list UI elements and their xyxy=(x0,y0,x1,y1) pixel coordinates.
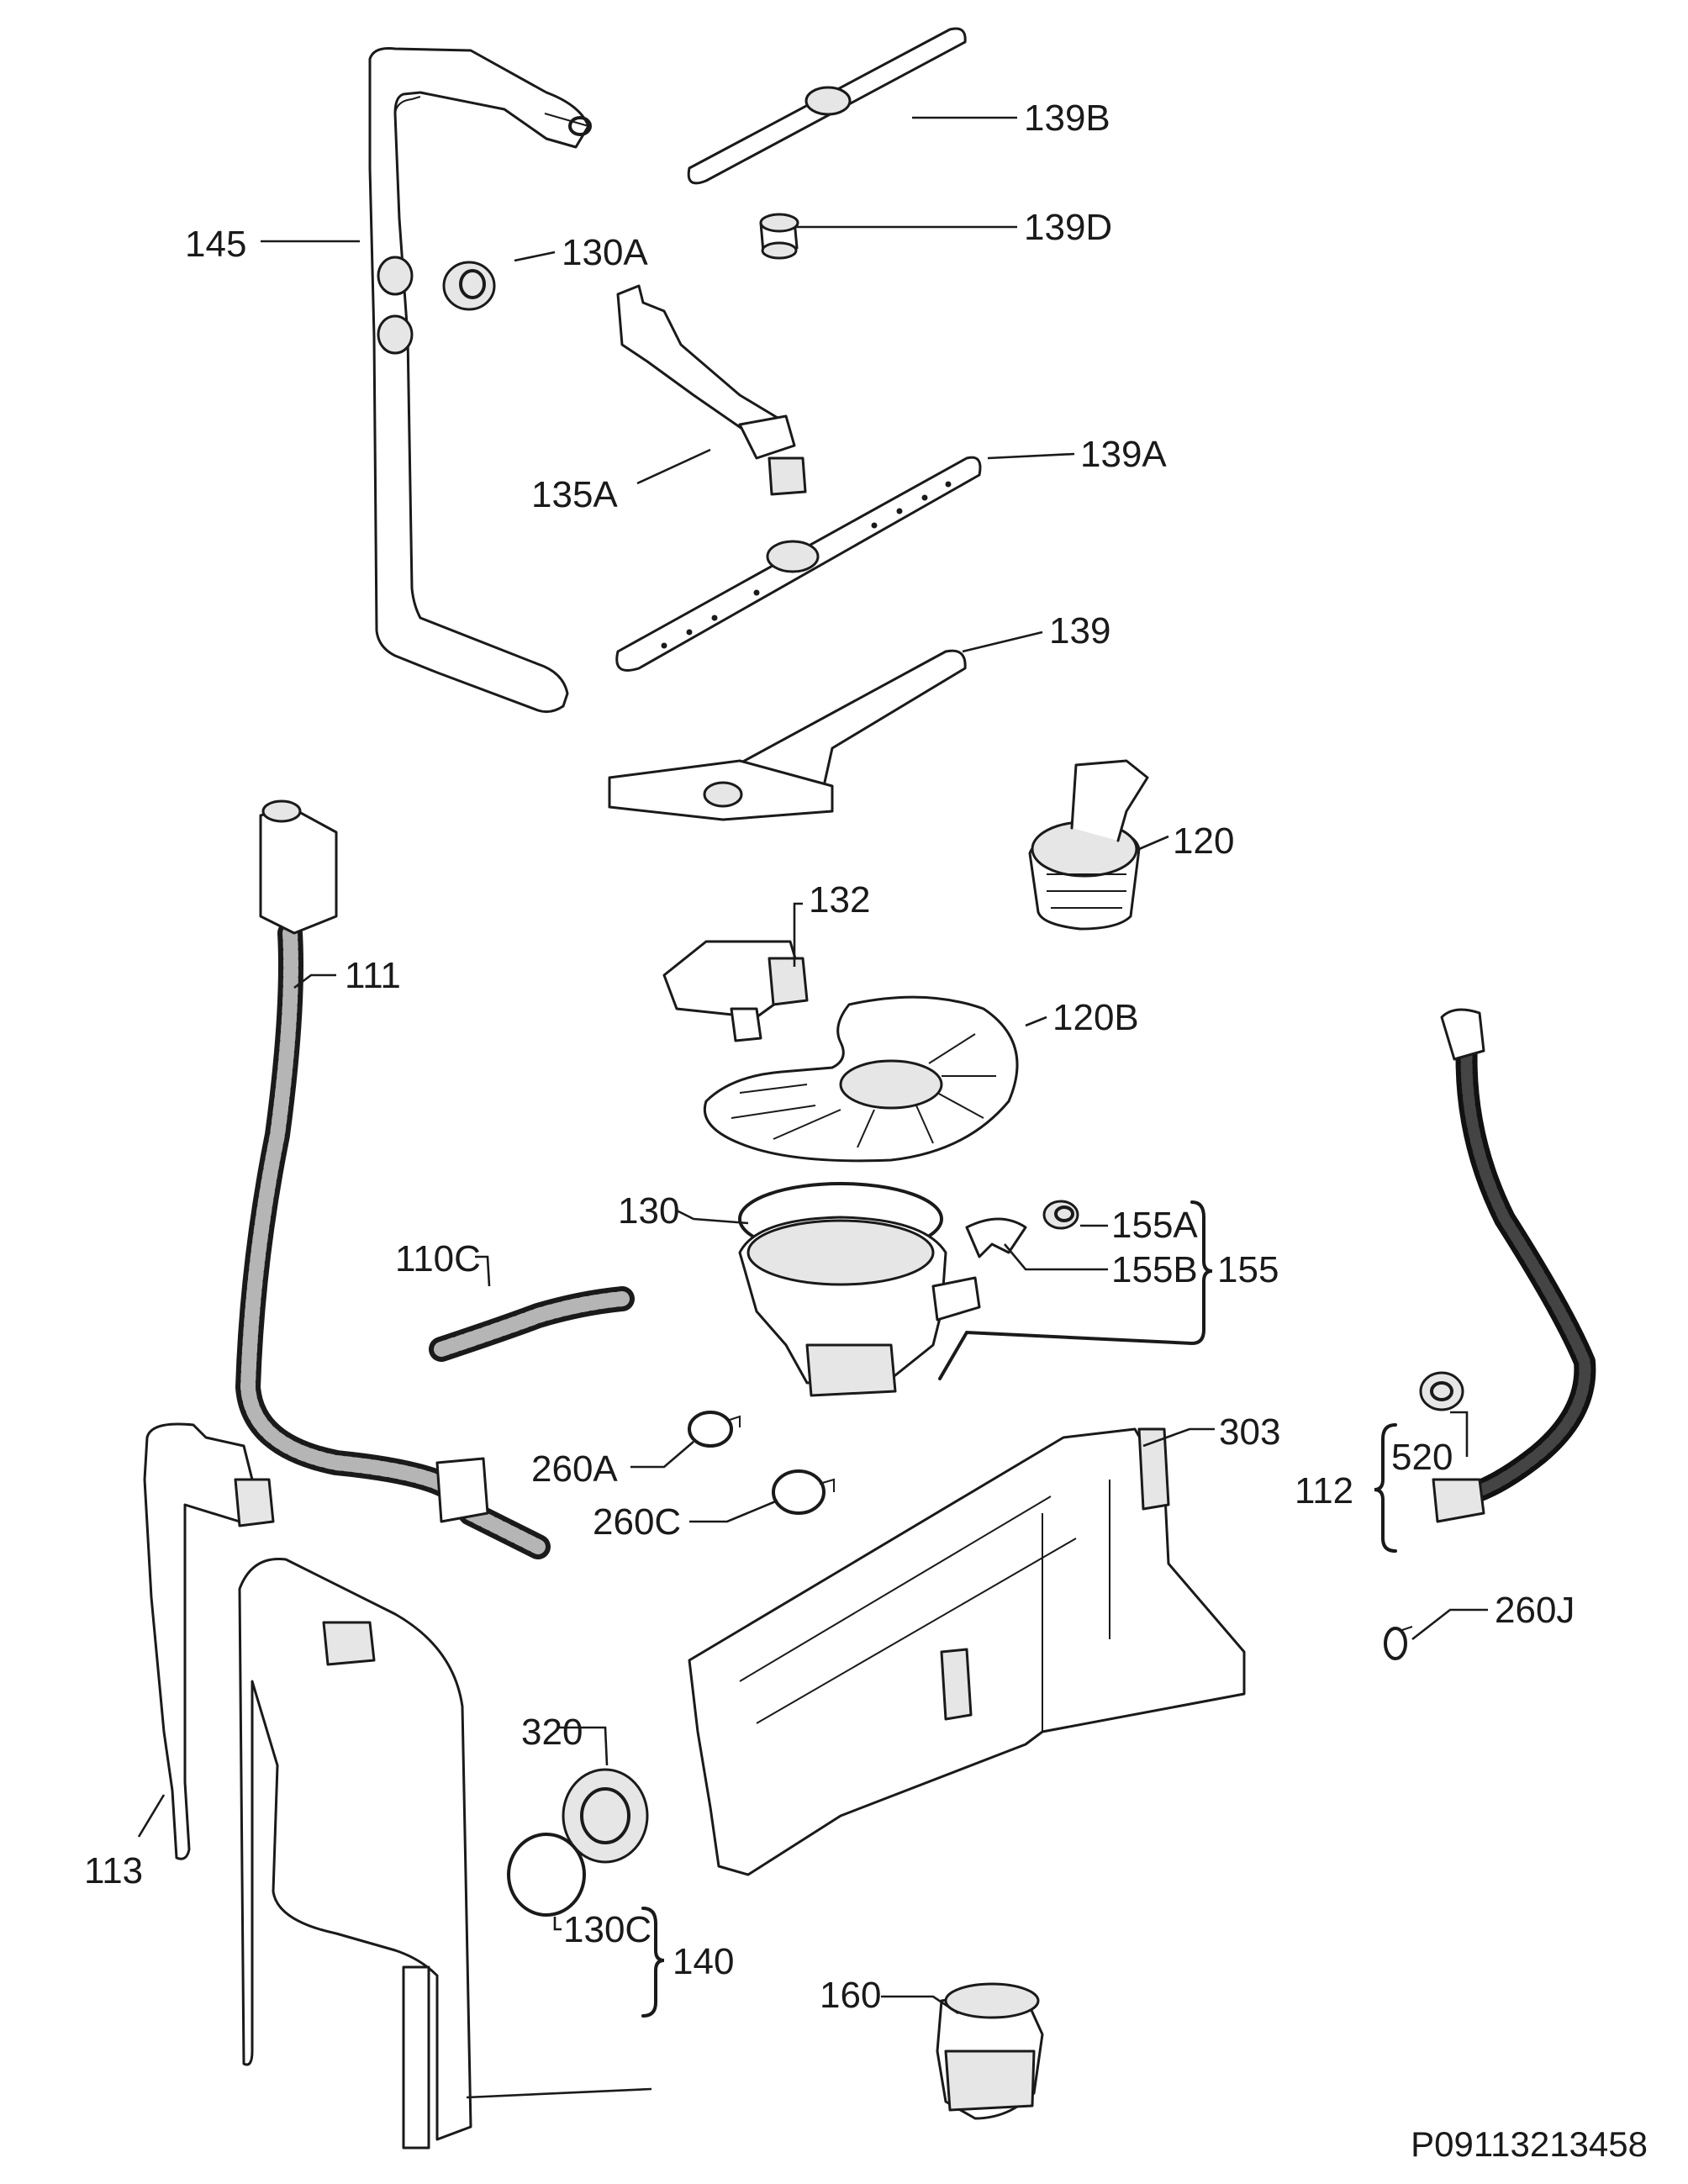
part-130C-ring xyxy=(507,1833,586,1917)
part-260J-clamp xyxy=(1384,1626,1413,1660)
label-130C: 130C xyxy=(563,1909,651,1950)
label-155A: 155A xyxy=(1111,1205,1198,1246)
part-160-pump xyxy=(936,1982,1044,2120)
part-260A-clamp xyxy=(688,1411,741,1448)
label-113: 113 xyxy=(84,1850,143,1891)
part-113-pipe xyxy=(143,1422,275,1860)
label-260A: 260A xyxy=(531,1448,618,1490)
part-139A-middle-spray-arm xyxy=(615,456,982,672)
grouping-braces xyxy=(641,1200,1397,2018)
label-110C: 110C xyxy=(395,1238,481,1279)
part-110C-hose xyxy=(429,1286,635,1362)
label-303: 303 xyxy=(1219,1411,1280,1453)
label-112: 112 xyxy=(1295,1470,1353,1511)
part-112-inlet-hose xyxy=(1432,1008,1596,1523)
label-520: 520 xyxy=(1391,1437,1453,1478)
label-145: 145 xyxy=(185,224,246,265)
label-140: 140 xyxy=(673,1941,734,1982)
part-139D-nut xyxy=(759,213,799,260)
leader-lines xyxy=(137,116,1488,2099)
part-320-gasket xyxy=(562,1768,649,1864)
part-111-drain-hose xyxy=(235,799,551,1559)
label-120B: 120B xyxy=(1052,997,1139,1038)
part-135A-spray-arm-support xyxy=(616,284,807,496)
label-260C: 260C xyxy=(593,1501,681,1543)
label-132: 132 xyxy=(809,879,870,921)
part-155B-clip xyxy=(965,1217,1027,1258)
part-140-panel xyxy=(238,1557,472,2150)
part-labels: 145 130A 139B 139D 135A 139A 139 120 111… xyxy=(84,98,1575,2016)
part-260C-clamp xyxy=(772,1469,835,1515)
part-132-bracket xyxy=(662,940,809,1042)
part-120B-filter-plate xyxy=(704,995,1019,1163)
label-130: 130 xyxy=(618,1190,679,1232)
label-130A: 130A xyxy=(562,232,648,273)
part-145-spray-pipe xyxy=(368,47,592,714)
label-111: 111 xyxy=(345,955,401,996)
label-155B: 155B xyxy=(1111,1249,1198,1290)
label-139D: 139D xyxy=(1024,207,1112,248)
label-155: 155 xyxy=(1217,1249,1279,1290)
part-120-filter xyxy=(1028,759,1149,931)
label-135A: 135A xyxy=(531,474,618,515)
label-120: 120 xyxy=(1173,820,1234,862)
part-139B-upper-spray-bar xyxy=(687,27,967,185)
part-130A-grommet xyxy=(442,261,496,311)
label-260J: 260J xyxy=(1495,1590,1575,1631)
label-139A: 139A xyxy=(1080,434,1167,475)
part-520-nut xyxy=(1419,1371,1464,1411)
part-139-lower-spray-arm xyxy=(608,649,967,821)
label-320: 320 xyxy=(521,1712,583,1753)
part-155-sump-assembly xyxy=(738,1216,981,1397)
part-155A-seal xyxy=(1042,1200,1079,1230)
spray-holes xyxy=(661,481,952,649)
label-139B: 139B xyxy=(1024,98,1110,139)
label-160: 160 xyxy=(820,1975,881,2016)
document-code: P09113213458 xyxy=(1411,2124,1648,2164)
label-139: 139 xyxy=(1049,610,1110,652)
